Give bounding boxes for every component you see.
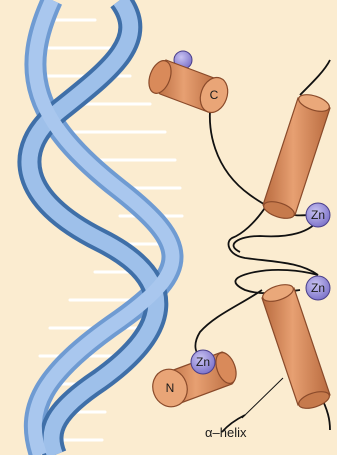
zinc-lower-label: Zn bbox=[311, 281, 325, 295]
zinc-n-terminus-label: Zn bbox=[196, 355, 210, 369]
alpha-helix-label: α–helix bbox=[205, 425, 247, 440]
zinc-atom-upper: Zn bbox=[306, 203, 330, 227]
zinc-atom-lower: Zn bbox=[306, 276, 330, 300]
zinc-atom-n-terminus: Zn bbox=[191, 350, 215, 374]
c-terminus-label: C bbox=[210, 88, 219, 102]
zinc-upper-label: Zn bbox=[311, 208, 325, 222]
n-terminus-label: N bbox=[166, 381, 175, 395]
